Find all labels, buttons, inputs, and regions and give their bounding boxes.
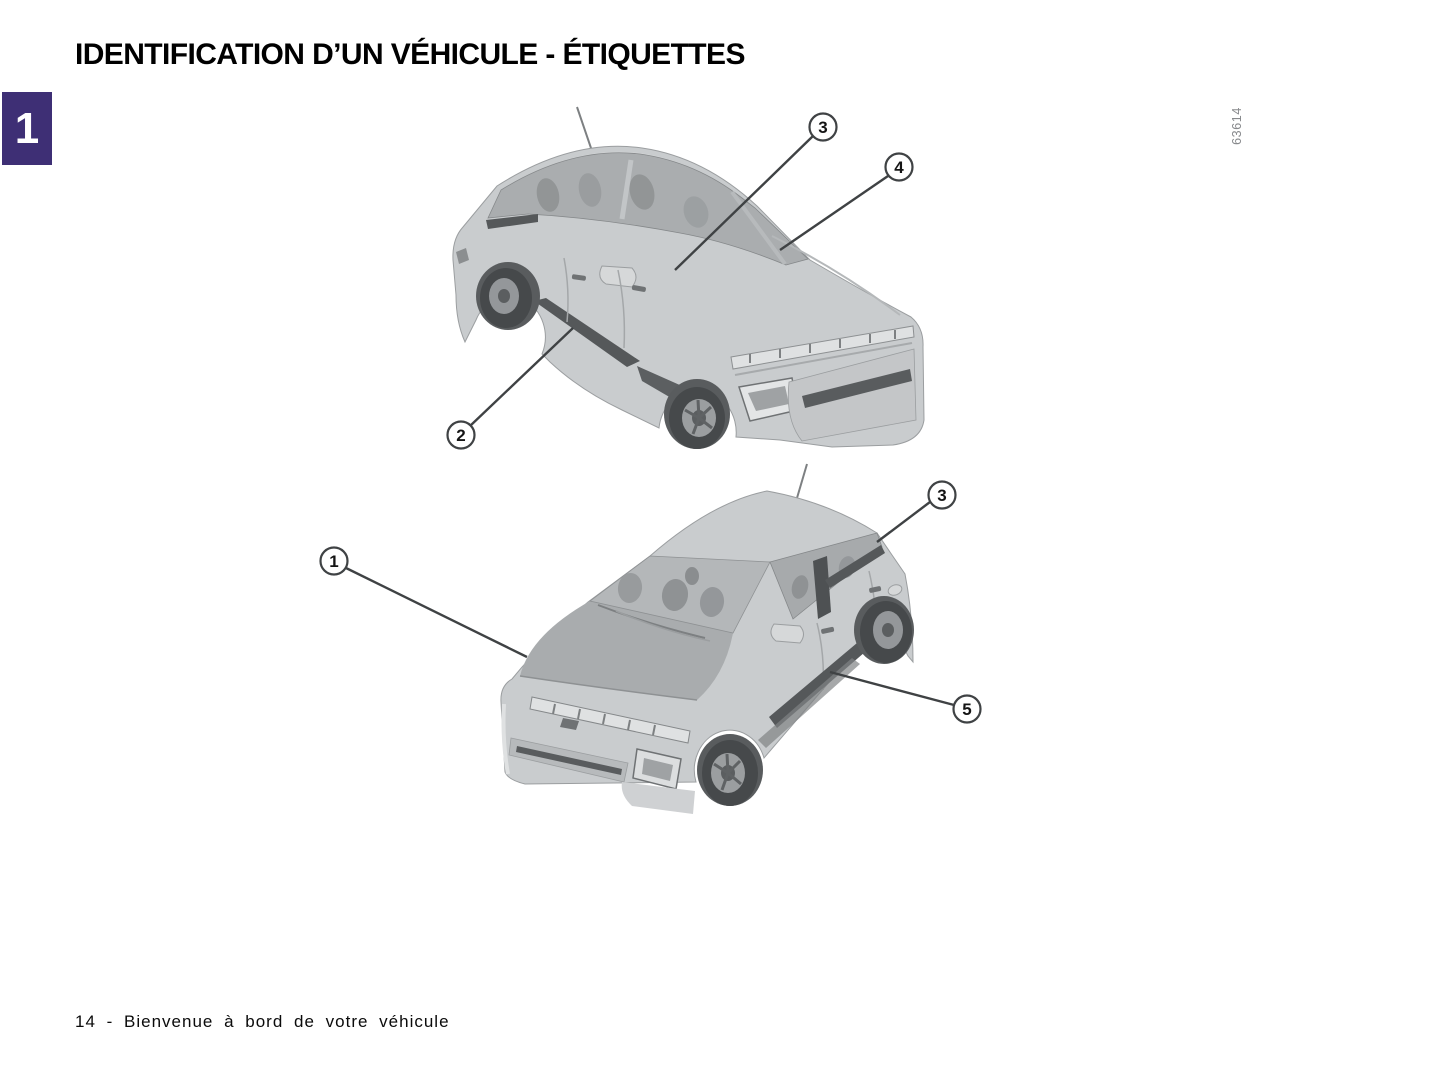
footer-text: 14 - Bienvenue à bord de votre véhicule	[75, 1012, 450, 1031]
door-seam	[563, 257, 569, 323]
lower-grille-slats	[516, 746, 622, 775]
leader-line-1	[345, 566, 528, 659]
leader-line-2	[469, 327, 574, 427]
callout-1-label: 1	[329, 552, 338, 571]
callout-4: 4	[884, 152, 914, 182]
quarter-window-trim	[486, 214, 538, 229]
vehicle-top-view	[452, 106, 925, 449]
leader-line-3-top	[674, 135, 814, 271]
headlight-inner	[642, 758, 673, 781]
interior-hint	[791, 575, 809, 599]
wiper	[615, 610, 711, 642]
interior-seats	[536, 173, 709, 228]
front-light-bar	[529, 696, 691, 744]
skid-plate	[621, 782, 695, 814]
vehicle-bottom-view	[500, 463, 914, 814]
door-handle	[571, 274, 586, 281]
a-pillar	[730, 190, 787, 266]
callout-1: 1	[319, 546, 349, 576]
callout-4-label: 4	[894, 158, 904, 177]
hood-edge	[519, 675, 698, 701]
bumper-highlight	[501, 703, 510, 775]
antenna-icon	[796, 463, 808, 499]
hood	[520, 601, 733, 700]
leader-line-5	[829, 670, 955, 707]
callout-3-top-label: 3	[818, 118, 827, 137]
vehicle-identification-figure: 3 4 2 1 3 5	[280, 90, 1020, 860]
callout-3-bottom-label: 3	[937, 486, 946, 505]
chapter-tab: 1	[2, 92, 52, 165]
door-sill-strip	[769, 643, 865, 728]
quarter-window-trim	[825, 545, 885, 588]
grille-segments	[749, 330, 896, 363]
front-wheel	[702, 740, 758, 806]
callout-2: 2	[446, 420, 476, 450]
page-title: IDENTIFICATION D’UN VÉHICULE - ÉTIQUETTE…	[75, 38, 745, 71]
b-pillar	[813, 556, 831, 619]
door-sill-strip	[534, 298, 640, 367]
front-wheel	[669, 387, 725, 449]
callouts: 3 4 2 1 3 5	[319, 112, 982, 724]
b-pillar	[619, 159, 634, 220]
side-mirror	[599, 265, 637, 288]
grille-segments	[552, 703, 656, 736]
lower-grille-slats	[802, 369, 912, 408]
callout-2-label: 2	[456, 426, 465, 445]
rear-wheel	[860, 601, 912, 663]
callout-5-label: 5	[962, 700, 971, 719]
headlight-inner	[748, 386, 789, 411]
chapter-tab-number: 1	[14, 103, 40, 153]
side-mirror	[770, 623, 804, 644]
door-handle	[869, 586, 882, 593]
vehicle-figure-svg: 3 4 2 1 3 5	[319, 106, 982, 814]
front-light-bar	[730, 325, 915, 370]
brand-badge	[560, 718, 579, 730]
door-handle	[631, 285, 646, 292]
leader-line-4	[779, 175, 889, 251]
rocker-shadow	[758, 658, 860, 748]
callout-leader-lines	[345, 135, 955, 707]
grille-line	[734, 342, 913, 376]
figure-number: 63614	[1230, 107, 1244, 145]
rear-wheel	[480, 268, 532, 328]
callout-3-bottom: 3	[927, 480, 957, 510]
rear-quarter-marker	[887, 584, 903, 596]
callout-3-top: 3	[808, 112, 838, 142]
callout-5: 5	[952, 694, 982, 724]
tail-light	[456, 248, 469, 264]
wiper	[597, 604, 706, 639]
door-seam	[617, 269, 626, 349]
interior-seats	[617, 567, 725, 617]
antenna-icon	[576, 106, 593, 152]
door-handle	[821, 626, 835, 634]
leader-line-3-bottom	[876, 501, 931, 543]
